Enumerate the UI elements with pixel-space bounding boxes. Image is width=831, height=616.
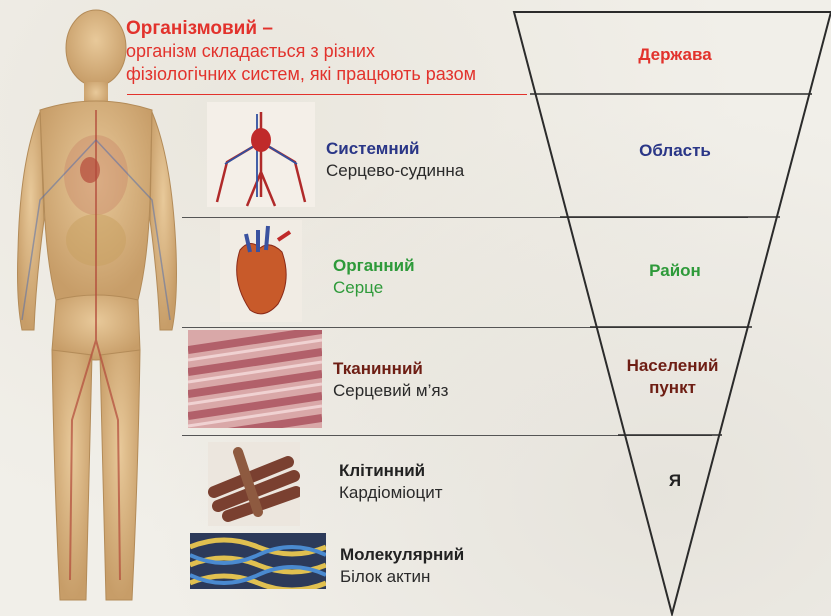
cardiomyocyte-image	[208, 442, 300, 526]
analogy-settlement: Населений пункт	[600, 355, 745, 399]
level-systemic-example: Серцево-судинна	[326, 160, 464, 182]
level-organ-example: Серце	[333, 277, 415, 299]
analogy-me: Я	[640, 470, 710, 492]
level-tissue-example: Серцевий м’яз	[333, 380, 448, 402]
analogy-state: Держава	[610, 44, 740, 66]
actin-protein-image	[190, 533, 326, 589]
level-tissue-name: Тканинний	[333, 358, 448, 380]
heart-image	[220, 220, 302, 322]
level-organ-name: Органний	[333, 255, 415, 277]
level-cellular: Клітинний Кардіоміоцит	[339, 460, 443, 504]
level-cellular-example: Кардіоміоцит	[339, 482, 443, 504]
level-cellular-name: Клітинний	[339, 460, 443, 482]
level-molecular-name: Молекулярний	[340, 544, 464, 566]
level-tissue: Тканинний Серцевий м’яз	[333, 358, 448, 402]
cardiovascular-system-image	[207, 102, 315, 207]
triangle-outline	[514, 12, 831, 614]
analogy-region: Область	[610, 140, 740, 162]
analogy-settlement-line2: пункт	[600, 377, 745, 399]
analogy-settlement-line1: Населений	[600, 355, 745, 377]
level-molecular-example: Білок актин	[340, 566, 464, 588]
level-systemic: Системний Серцево-судинна	[326, 138, 464, 182]
level-organ: Органний Серце	[333, 255, 415, 299]
level-systemic-name: Системний	[326, 138, 464, 160]
level-molecular: Молекулярний Білок актин	[340, 544, 464, 588]
cardiac-muscle-tissue-image	[188, 330, 322, 428]
analogy-district: Район	[610, 260, 740, 282]
